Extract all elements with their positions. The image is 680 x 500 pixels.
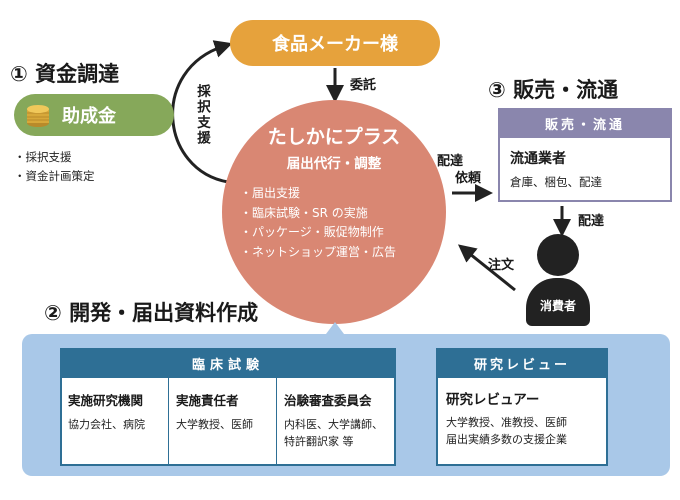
center-service-list: ・届出支援 ・臨床試験・SR の実施 ・パッケージ・販促物制作 ・ネットショップ… bbox=[240, 184, 396, 262]
consumer-head-icon bbox=[537, 234, 579, 276]
research-review-line: 届出実績多数の支援企業 bbox=[446, 433, 567, 446]
food-maker-node: 食品メーカー様 bbox=[230, 20, 440, 66]
research-review-title: 研究レビュアー bbox=[446, 392, 540, 408]
center-subtitle: 届出代行・調整 bbox=[286, 156, 382, 172]
center-service-item: ・パッケージ・販促物制作 bbox=[240, 225, 384, 239]
subsidy-items: ・採択支援 ・資金計画策定 bbox=[14, 148, 95, 186]
clinical-cell-title: 治験審査委員会 bbox=[284, 393, 372, 408]
clinical-cell-body: 協力会社、病院 bbox=[68, 418, 145, 431]
clinical-divider bbox=[276, 378, 277, 466]
sales-heading: ③ 販売・流通 bbox=[488, 78, 619, 102]
clinical-cell-body: 特許翻訳家 等 bbox=[284, 435, 354, 448]
delivery-label: 配達 bbox=[578, 214, 605, 229]
research-review-line: 大学教授、准教授、医師 bbox=[446, 416, 567, 429]
coin-stack-icon bbox=[27, 105, 49, 127]
clinical-cell-body: 内科医、大学講師、 bbox=[284, 418, 383, 431]
center-service-circle bbox=[222, 100, 446, 324]
development-heading: ② 開発・届出資料作成 bbox=[44, 301, 259, 325]
commission-label: 委託 bbox=[350, 78, 377, 93]
center-title: たしかにプラス bbox=[267, 126, 401, 148]
consumer-label: 消費者 bbox=[539, 299, 576, 313]
clinical-divider bbox=[168, 378, 169, 466]
clinical-trial-header: 臨床試験 bbox=[60, 348, 396, 378]
order-label: 注文 bbox=[488, 258, 515, 273]
order-arrow bbox=[457, 244, 516, 292]
delivery-request-label-1: 配達 bbox=[437, 154, 464, 169]
center-service-item: ・臨床試験・SR の実施 bbox=[240, 205, 368, 220]
support-vertical-label: 採択支援 bbox=[194, 84, 210, 146]
center-service-item: ・届出支援 bbox=[240, 186, 301, 200]
clinical-cell-body: 大学教授、医師 bbox=[176, 418, 253, 431]
panel-notch bbox=[326, 322, 344, 334]
food-maker-label: 食品メーカー様 bbox=[272, 34, 398, 55]
subsidy-item: ・採択支援 bbox=[14, 150, 72, 164]
funding-heading: ① 資金調達 bbox=[10, 62, 120, 86]
clinical-cell-title: 実施研究機関 bbox=[68, 393, 144, 408]
delivery-request-label-2: 依頼 bbox=[455, 171, 482, 186]
subsidy-item: ・資金計画策定 bbox=[14, 169, 95, 183]
subsidy-node: 助成金 bbox=[14, 94, 174, 136]
research-review-header: 研究レビュー bbox=[436, 348, 608, 378]
distribution-title: 流通業者 bbox=[510, 151, 566, 167]
distribution-body: 倉庫、梱包、配達 bbox=[510, 175, 602, 189]
consumer-node: 消費者 bbox=[526, 278, 590, 326]
subsidy-label: 助成金 bbox=[62, 106, 116, 127]
distribution-header: 販売・流通 bbox=[498, 108, 672, 138]
center-service-item: ・ネットショップ運営・広告 bbox=[240, 244, 397, 259]
clinical-cell-title: 実施責任者 bbox=[176, 393, 239, 408]
